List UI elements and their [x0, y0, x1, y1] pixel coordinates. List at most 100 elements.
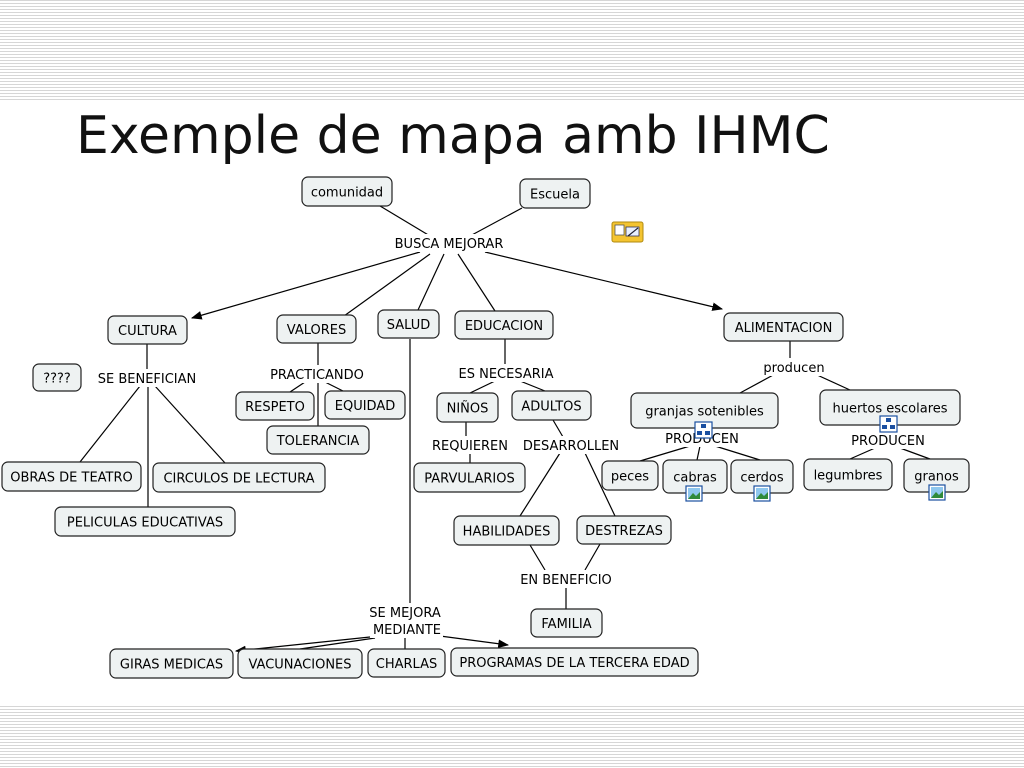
concept-label: PARVULARIOS	[424, 472, 514, 487]
concept-cultura[interactable]: CULTURA	[107, 315, 188, 345]
concept-equidad[interactable]: EQUIDAD	[324, 390, 406, 420]
concept-box	[454, 310, 554, 340]
image-icon[interactable]	[685, 485, 703, 502]
map-edge	[584, 543, 601, 571]
concept-cabras[interactable]: cabras	[662, 459, 728, 494]
map-edge	[484, 251, 724, 311]
concept-ninos[interactable]: NIÑOS	[436, 392, 499, 423]
concept-label: granos	[914, 470, 959, 485]
concept-map-icon[interactable]	[694, 421, 713, 439]
concept-granjas[interactable]: granjas sotenibles	[630, 392, 779, 429]
map-edge	[469, 380, 496, 394]
concept-label: VALORES	[287, 323, 346, 338]
link-se-mejora-2[interactable]: MEDIANTE	[371, 620, 443, 638]
map-edge	[324, 381, 346, 393]
map-edge	[696, 445, 701, 461]
link-label-bg	[391, 234, 507, 252]
map-edge	[529, 544, 546, 571]
link-se-benefician[interactable]: SE BENEFICIAN	[94, 369, 200, 387]
link-label-bg	[94, 369, 200, 387]
link-label: PRACTICANDO	[270, 368, 364, 383]
concept-circulos-lectura[interactable]: CIRCULOS DE LECTURA	[152, 462, 326, 493]
concept-obras-teatro[interactable]: OBRAS DE TEATRO	[1, 461, 142, 492]
concept-label: comunidad	[311, 186, 383, 201]
link-label-bg	[371, 620, 443, 638]
map-edge	[519, 452, 561, 517]
map-edge	[289, 381, 306, 393]
concept-label: OBRAS DE TEATRO	[10, 471, 133, 486]
concept-box	[436, 392, 499, 423]
concept-alimentacion[interactable]: ALIMENTACION	[723, 312, 844, 342]
concept-destrezas[interactable]: DESTREZAS	[576, 515, 672, 545]
page-title: Exemple de mapa amb IHMC	[76, 106, 830, 166]
link-busca-mejorar[interactable]: BUSCA MEJORAR	[391, 234, 507, 252]
image-icon[interactable]	[753, 485, 771, 502]
concept-label: EDUCACION	[465, 319, 543, 334]
concept-educacion[interactable]: EDUCACION	[454, 310, 554, 340]
concept-label: CIRCULOS DE LECTURA	[163, 472, 314, 487]
concept-box	[109, 648, 234, 679]
concept-box	[107, 315, 188, 345]
link-label: PRODUCEN	[851, 434, 925, 449]
map-edge	[714, 445, 761, 461]
map-edge	[849, 447, 876, 460]
concept-familia[interactable]: FAMILIA	[530, 608, 603, 638]
map-edge	[457, 253, 496, 312]
concept-label: cabras	[673, 471, 717, 486]
concept-map-icon[interactable]	[879, 415, 898, 433]
link-label: PRODUCEN	[665, 432, 739, 447]
concept-programas[interactable]: PROGRAMAS DE LA TERCERA EDAD	[450, 647, 699, 677]
link-se-mejora-1[interactable]: SE MEJORA	[366, 603, 444, 621]
link-label: DESARROLLEN	[523, 439, 619, 454]
header-stripes	[0, 0, 1024, 118]
concept-box	[266, 425, 370, 455]
link-desarrollen[interactable]: DESARROLLEN	[520, 436, 622, 454]
concept-peliculas-educativas[interactable]: PELICULAS EDUCATIVAS	[54, 506, 236, 537]
concept-vacunaciones[interactable]: VACUNACIONES	[237, 648, 363, 679]
concept-adultos[interactable]: ADULTOS	[511, 390, 592, 421]
concept-legumbres[interactable]: legumbres	[803, 458, 893, 491]
concept-huertos[interactable]: huertos escolares	[819, 389, 961, 426]
concept-respeto[interactable]: RESPETO	[235, 391, 315, 421]
link-en-beneficio[interactable]: EN BENEFICIO	[516, 570, 616, 588]
concept-box	[803, 458, 893, 491]
map-edge	[899, 447, 931, 460]
concept-giras[interactable]: GIRAS MEDICAS	[109, 648, 234, 679]
concept-charlas[interactable]: CHARLAS	[367, 648, 446, 678]
concept-cerdos[interactable]: cerdos	[730, 459, 794, 494]
concept-comunidad[interactable]: comunidad	[301, 176, 393, 207]
concept-granos[interactable]: granos	[903, 458, 970, 493]
link-practicando[interactable]: PRACTICANDO	[266, 365, 368, 383]
concept-habilidades[interactable]: HABILIDADES	[453, 515, 560, 546]
concept-label: CULTURA	[118, 324, 177, 339]
concept-box	[367, 648, 446, 678]
link-producen-huertos[interactable]: PRODUCEN	[849, 431, 927, 449]
concept-parvularios[interactable]: PARVULARIOS	[413, 462, 526, 493]
link-es-necesaria[interactable]: ES NECESARIA	[455, 364, 557, 382]
image-icon[interactable]	[928, 484, 946, 501]
link-label-bg	[516, 570, 616, 588]
concept-tolerancia[interactable]: TOLERANCIA	[266, 425, 370, 455]
concept-label: FAMILIA	[541, 617, 591, 632]
concept-escuela[interactable]: Escuela	[519, 178, 591, 209]
concept-label: huertos escolares	[832, 402, 947, 417]
concept-box	[301, 176, 393, 207]
concept-valores[interactable]: VALORES	[276, 314, 357, 344]
link-producen[interactable]: producen	[760, 358, 828, 376]
map-edge	[814, 373, 851, 391]
concept-box	[276, 314, 357, 344]
concept-peces[interactable]: peces	[601, 460, 659, 491]
concept-salud[interactable]: SALUD	[377, 309, 440, 339]
concept-label: ALIMENTACION	[735, 321, 833, 336]
link-requieren[interactable]: REQUIEREN	[429, 436, 511, 454]
link-label: BUSCA MEJORAR	[395, 237, 504, 252]
link-label-bg	[266, 365, 368, 383]
link-label: REQUIEREN	[432, 439, 508, 454]
concept-interrogacion[interactable]: ????	[32, 363, 82, 392]
concept-label: TOLERANCIA	[276, 434, 360, 449]
map-edge	[639, 445, 691, 462]
link-label-bg	[429, 436, 511, 454]
resource-note-icon[interactable]	[611, 221, 644, 243]
concept-label: legumbres	[814, 469, 883, 484]
